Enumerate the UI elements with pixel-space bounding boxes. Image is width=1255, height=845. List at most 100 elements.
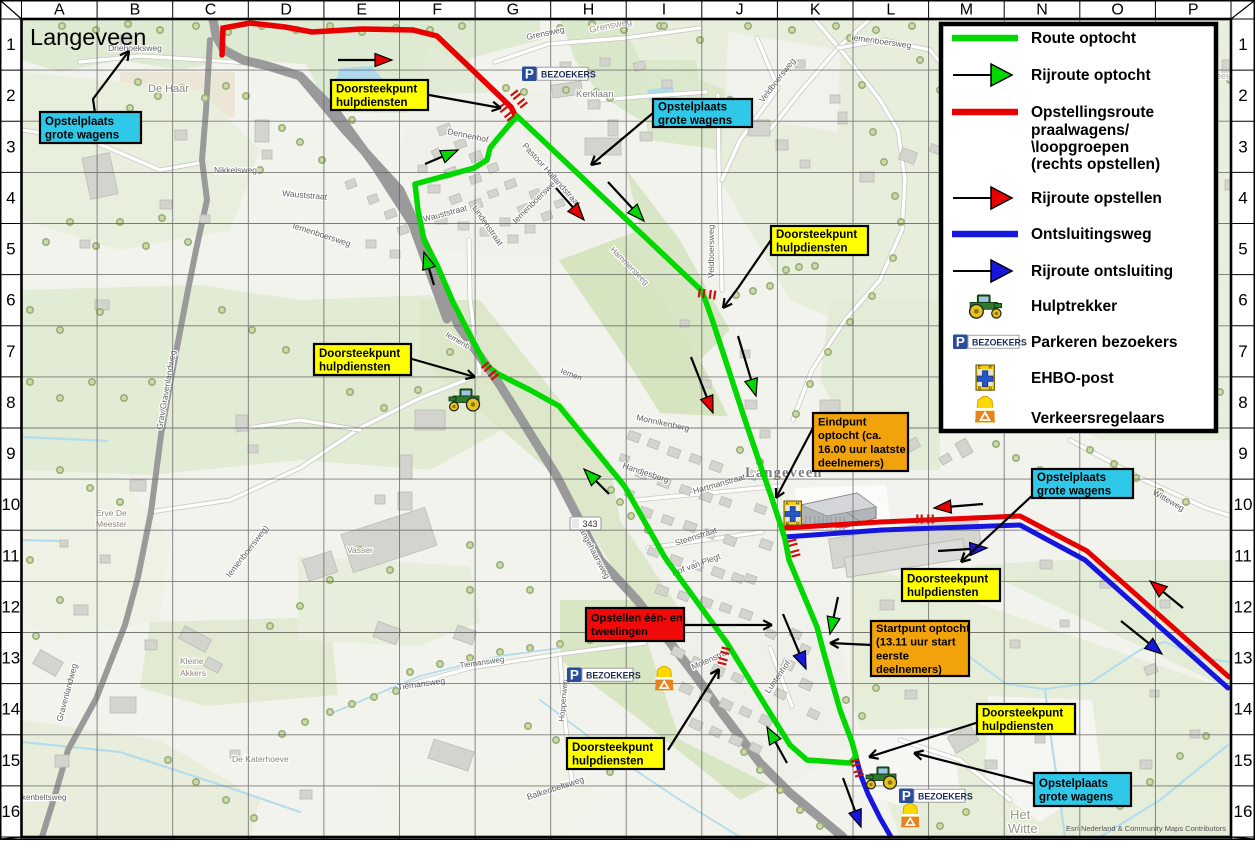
svg-text:P: P (1188, 2, 1199, 19)
svg-text:Doorsteekpunt: Doorsteekpunt (319, 348, 400, 360)
svg-text:H: H (796, 500, 799, 505)
svg-text:Witte: Witte (1008, 821, 1038, 836)
svg-text:Startpunt optocht: Startpunt optocht (876, 623, 970, 635)
svg-text:hulpdiensten: hulpdiensten (319, 361, 391, 373)
svg-text:6: 6 (6, 291, 15, 310)
svg-text:hulpdiensten: hulpdiensten (907, 587, 979, 599)
svg-text:2: 2 (6, 86, 15, 105)
svg-text:BEZOEKERS: BEZOEKERS (541, 69, 596, 79)
svg-text:6: 6 (1238, 291, 1247, 310)
svg-text:5: 5 (6, 240, 15, 259)
svg-text:hulpdiensten: hulpdiensten (336, 97, 408, 109)
svg-text:3: 3 (6, 137, 15, 156)
svg-text:Opstelplaats: Opstelplaats (658, 101, 727, 113)
svg-text:(13.11 uur start: (13.11 uur start (876, 637, 956, 649)
svg-text:Doorsteekpunt: Doorsteekpunt (907, 573, 988, 585)
svg-text:Eindpunt: Eindpunt (818, 416, 867, 428)
svg-text:Verkeersregelaars: Verkeersregelaars (1031, 410, 1165, 427)
svg-text:B: B (130, 2, 141, 19)
svg-text:D: D (280, 2, 292, 19)
svg-text:M: M (960, 2, 973, 19)
svg-text:\loopgroepen: \loopgroepen (1031, 139, 1129, 156)
svg-text:Veldboersweg: Veldboersweg (706, 224, 716, 278)
svg-text:11: 11 (1234, 546, 1252, 565)
svg-text:EHBO-post: EHBO-post (1031, 370, 1114, 387)
svg-text:11: 11 (2, 546, 20, 565)
svg-text:O: O (1111, 2, 1123, 19)
svg-text:12: 12 (1, 597, 20, 616)
svg-text:K: K (810, 2, 821, 19)
svg-text:P: P (525, 66, 534, 81)
svg-text:Langeveen: Langeveen (745, 465, 823, 481)
svg-text:Route optocht: Route optocht (1031, 30, 1136, 47)
svg-text:Rijroute ontsluiting: Rijroute ontsluiting (1031, 263, 1173, 280)
svg-text:Meester: Meester (96, 519, 127, 529)
svg-text:De Katerhoeve: De Katerhoeve (232, 754, 289, 764)
svg-text:Langeveen: Langeveen (30, 24, 146, 50)
svg-text:Het: Het (1010, 807, 1031, 822)
svg-text:BEZOEKERS: BEZOEKERS (586, 670, 641, 680)
svg-text:16: 16 (1234, 802, 1253, 821)
svg-text:hulpdiensten: hulpdiensten (572, 755, 644, 767)
svg-text:deelnemers): deelnemers) (818, 458, 884, 470)
svg-text:14: 14 (1, 700, 20, 719)
svg-text:Opstelplaats: Opstelplaats (1037, 472, 1106, 484)
svg-text:7: 7 (1238, 342, 1247, 361)
svg-text:eer: eer (1216, 71, 1229, 81)
svg-text:Vasser: Vasser (347, 545, 373, 555)
svg-text:16: 16 (1, 802, 20, 821)
svg-text:Hulptrekker: Hulptrekker (1031, 298, 1117, 315)
svg-text:P: P (902, 788, 911, 803)
svg-text:13: 13 (1, 649, 20, 668)
svg-text:J: J (736, 2, 744, 19)
svg-text:8: 8 (1238, 393, 1247, 412)
svg-text:tweelingen: tweelingen (591, 626, 648, 638)
svg-text:praalwagens/: praalwagens/ (1031, 122, 1130, 139)
svg-text:2: 2 (1238, 86, 1247, 105)
svg-text:Doorsteekpunt: Doorsteekpunt (776, 229, 857, 241)
svg-text:kenbeltsweg: kenbeltsweg (22, 793, 66, 802)
svg-text:9: 9 (6, 444, 15, 463)
svg-text:9: 9 (1238, 444, 1247, 463)
svg-text:eerste: eerste (876, 650, 909, 662)
svg-text:Driehoeksweg: Driehoeksweg (108, 43, 162, 53)
svg-text:F: F (432, 2, 442, 19)
svg-text:Rijroute opstellen: Rijroute opstellen (1031, 190, 1162, 207)
svg-text:De Haar: De Haar (148, 83, 189, 95)
svg-text:Doorsteekpunt: Doorsteekpunt (982, 707, 1063, 719)
svg-text:hulpdiensten: hulpdiensten (982, 721, 1054, 733)
svg-text:4: 4 (6, 188, 15, 207)
svg-text:Opstellen één- en: Opstellen één- en (591, 613, 683, 625)
svg-text:O: O (989, 386, 993, 391)
svg-text:E: E (978, 365, 981, 370)
svg-text:BEZOEKERS: BEZOEKERS (918, 791, 973, 801)
svg-text:Nikkelsweg: Nikkelsweg (214, 165, 257, 175)
svg-text:Esri Nederland & Community Map: Esri Nederland & Community Maps Contribu… (1066, 824, 1226, 833)
svg-text:3: 3 (1238, 137, 1247, 156)
svg-text:Akkers: Akkers (180, 668, 206, 678)
svg-text:P: P (956, 334, 965, 349)
svg-text:A: A (54, 2, 65, 19)
svg-text:Opstelplaats: Opstelplaats (1039, 778, 1108, 790)
svg-text:E: E (356, 2, 367, 19)
svg-text:optocht (ca.: optocht (ca. (818, 430, 881, 442)
svg-text:H: H (583, 2, 595, 19)
svg-text:O: O (796, 520, 799, 525)
svg-text:1: 1 (6, 35, 15, 54)
svg-text:14: 14 (1234, 700, 1253, 719)
svg-text:7: 7 (6, 342, 15, 361)
svg-text:H: H (989, 365, 992, 370)
svg-text:grote wagens: grote wagens (45, 129, 119, 141)
svg-text:deelnemers): deelnemers) (876, 664, 942, 676)
svg-text:Opstellingsroute: Opstellingsroute (1031, 104, 1155, 121)
svg-text:L: L (886, 2, 895, 19)
svg-text:grote wagens: grote wagens (658, 115, 732, 127)
svg-text:N: N (1036, 2, 1048, 19)
svg-text:B: B (978, 386, 981, 391)
svg-text:Kleine: Kleine (180, 656, 204, 666)
svg-text:Doorsteekpunt: Doorsteekpunt (572, 742, 653, 754)
svg-text:C: C (205, 2, 217, 19)
svg-text:Ontsluitingsweg: Ontsluitingsweg (1031, 226, 1152, 243)
svg-text:10: 10 (1, 495, 20, 514)
svg-text:15: 15 (1, 751, 20, 770)
